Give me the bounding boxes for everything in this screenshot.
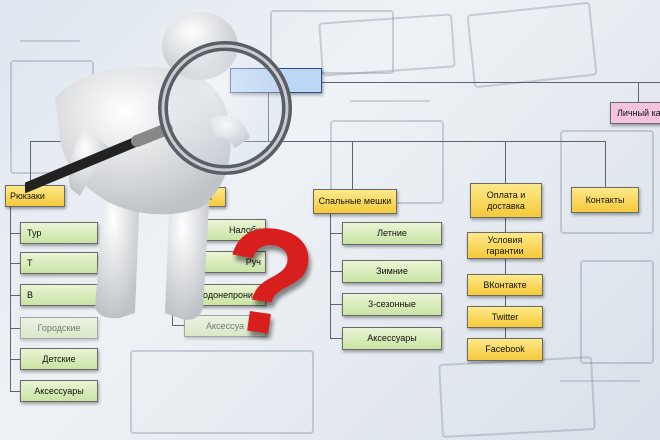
- category-contacts: Контакты: [571, 187, 639, 213]
- pay-item: Facebook: [467, 338, 543, 361]
- person-with-magnifier-illustration: [25, 12, 292, 320]
- personal-cabinet-node: Личный каб: [610, 102, 660, 124]
- pay-item: Условия гарантии: [467, 232, 543, 259]
- bags-item: Аксессуары: [20, 380, 98, 402]
- sleep-item: Летние: [342, 222, 442, 245]
- lights-item: Водонепрони: [184, 284, 266, 306]
- sleep-item: Аксессуары: [342, 327, 442, 350]
- bags-item: Детские: [20, 348, 98, 370]
- sleep-item: Зимние: [342, 260, 442, 283]
- question-mark-icon: ?: [210, 191, 326, 371]
- pay-item: ВКонтакте: [467, 274, 543, 296]
- category-sleeping-bags: Спальные мешки: [313, 189, 397, 214]
- lights-item: Аксессуа: [184, 315, 266, 337]
- sleep-item: 3-сезонные: [342, 293, 442, 316]
- pay-item: Twitter: [467, 306, 543, 328]
- bags-item: Тур: [20, 222, 98, 244]
- category-payment-delivery: Оплата и доставка: [470, 183, 542, 218]
- bags-item: Т: [20, 252, 98, 274]
- bags-item: Городские: [20, 317, 98, 339]
